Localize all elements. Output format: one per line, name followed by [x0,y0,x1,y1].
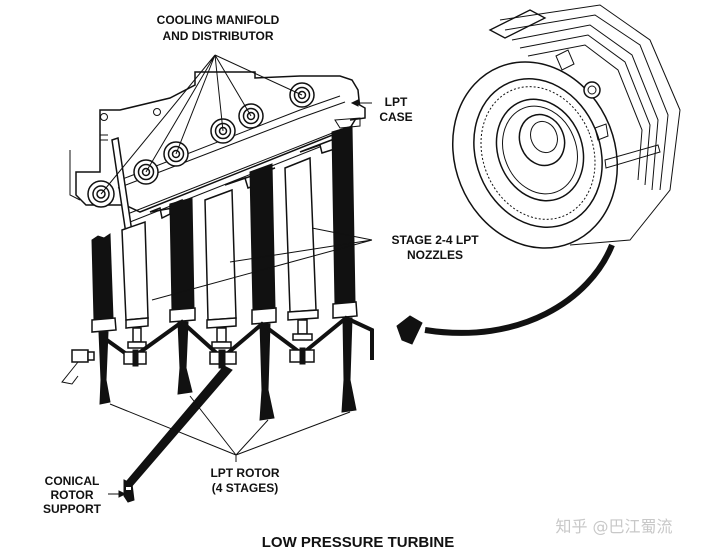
label-line: NOZZLES [407,248,463,262]
diagram-title: LOW PRESSURE TURBINE [262,534,455,551]
label-line: COOLING MANIFOLD [157,13,280,27]
rotor [61,125,374,421]
bolt [209,349,237,369]
nozzles [121,156,319,349]
label-line: LPT ROTOR [210,466,279,480]
rotor-blade-stage-2 [169,197,196,395]
bolt [289,347,315,365]
label-line: (4 STAGES) [212,481,278,495]
label-line: SUPPORT [43,502,102,516]
watermark: 知乎 @巴江蜀流 [555,517,672,536]
bolt [71,349,95,363]
rotor-blade-stage-3 [249,163,277,421]
label-rotor: LPT ROTOR (4 STAGES) [210,466,279,495]
nozzle-vane [121,220,149,349]
label-line: STAGE 2-4 LPT [391,233,479,247]
curved-arrow [396,243,615,345]
label-line: CONICAL [45,474,100,488]
label-line: AND DISTRIBUTOR [162,29,273,43]
label-line: ROTOR [50,488,93,502]
nozzle-vane [284,156,319,341]
conical-rotor-support [123,365,233,503]
rotor-blade-stage-1 [91,233,117,405]
nozzle-vane [204,188,237,349]
label-line: LPT [385,95,408,109]
label-cooling-manifold: COOLING MANIFOLD AND DISTRIBUTOR [157,13,280,43]
leader-lines [100,54,373,498]
label-lpt-case: LPT CASE [379,95,412,124]
bolt [123,349,147,367]
label-conical-support: CONICAL ROTOR SUPPORT [43,474,102,516]
rotor-blade-stage-4 [331,125,358,413]
assembled-lpt-module [451,4,681,249]
label-line: CASE [379,110,412,124]
label-nozzles: STAGE 2-4 LPT NOZZLES [391,233,479,262]
